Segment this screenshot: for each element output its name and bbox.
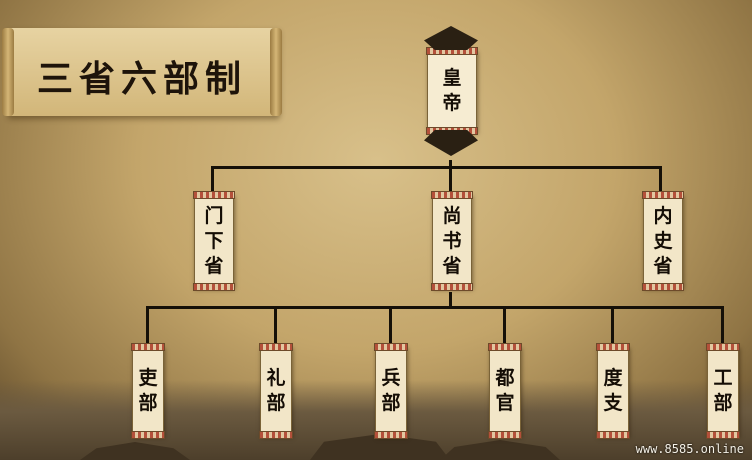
node-char: 吏 [138, 367, 158, 389]
connector-root-vertical [449, 160, 452, 194]
node-char: 度 [603, 367, 623, 389]
node-char: 省 [653, 254, 673, 277]
connector-dept-2 [274, 306, 277, 344]
ornament-bottom-icon [424, 130, 478, 156]
node-char: 内 [653, 204, 673, 227]
ornament-top-icon [424, 26, 478, 50]
node-dept-gong: 工 部 [706, 343, 740, 439]
connector-dept-1 [146, 306, 149, 344]
node-char: 史 [653, 229, 673, 252]
connector-dept-5 [611, 306, 614, 344]
node-dept-duguan: 都 官 [488, 343, 522, 439]
connector-departments-horizontal [146, 306, 724, 309]
node-char: 书 [442, 229, 462, 252]
node-char: 兵 [381, 367, 401, 389]
node-ministry-neishi: 内 史 省 [642, 191, 684, 291]
diagram-title: 三省六部制 [36, 58, 247, 100]
connector-mid-vertical [449, 292, 452, 308]
node-dept-li-personnel: 吏 部 [131, 343, 165, 439]
node-char: 部 [266, 392, 286, 414]
node-char: 礼 [266, 367, 286, 389]
roof-shape [440, 440, 560, 460]
node-char: 支 [603, 392, 623, 414]
connector-ministry-1 [211, 166, 214, 192]
node-char: 部 [381, 392, 401, 414]
connector-dept-4 [503, 306, 506, 344]
node-char: 都 [495, 367, 515, 389]
connector-dept-6 [721, 306, 724, 344]
node-emperor: 皇 帝 [426, 47, 478, 135]
node-char: 门 [204, 204, 224, 227]
node-emperor-char-1: 皇 [442, 67, 462, 89]
node-char: 省 [204, 254, 224, 277]
node-dept-li-rites: 礼 部 [259, 343, 293, 439]
connector-dept-3 [389, 306, 392, 344]
node-ministry-shangshu: 尚 书 省 [431, 191, 473, 291]
node-char: 部 [138, 392, 158, 414]
node-char: 下 [204, 229, 224, 252]
node-char: 省 [442, 254, 462, 277]
node-dept-bing: 兵 部 [374, 343, 408, 439]
title-scroll: 三省六部制 [2, 28, 282, 116]
node-char: 官 [495, 392, 515, 414]
watermark: www.8585.online [635, 442, 744, 456]
node-dept-duzhi: 度 支 [596, 343, 630, 439]
connector-ministry-3 [659, 166, 662, 192]
node-ministry-menxia: 门 下 省 [193, 191, 235, 291]
node-emperor-char-2: 帝 [442, 92, 462, 114]
connector-ministries-horizontal [211, 166, 662, 169]
node-char: 部 [713, 392, 733, 414]
node-char: 工 [713, 367, 733, 389]
node-char: 尚 [442, 204, 462, 227]
